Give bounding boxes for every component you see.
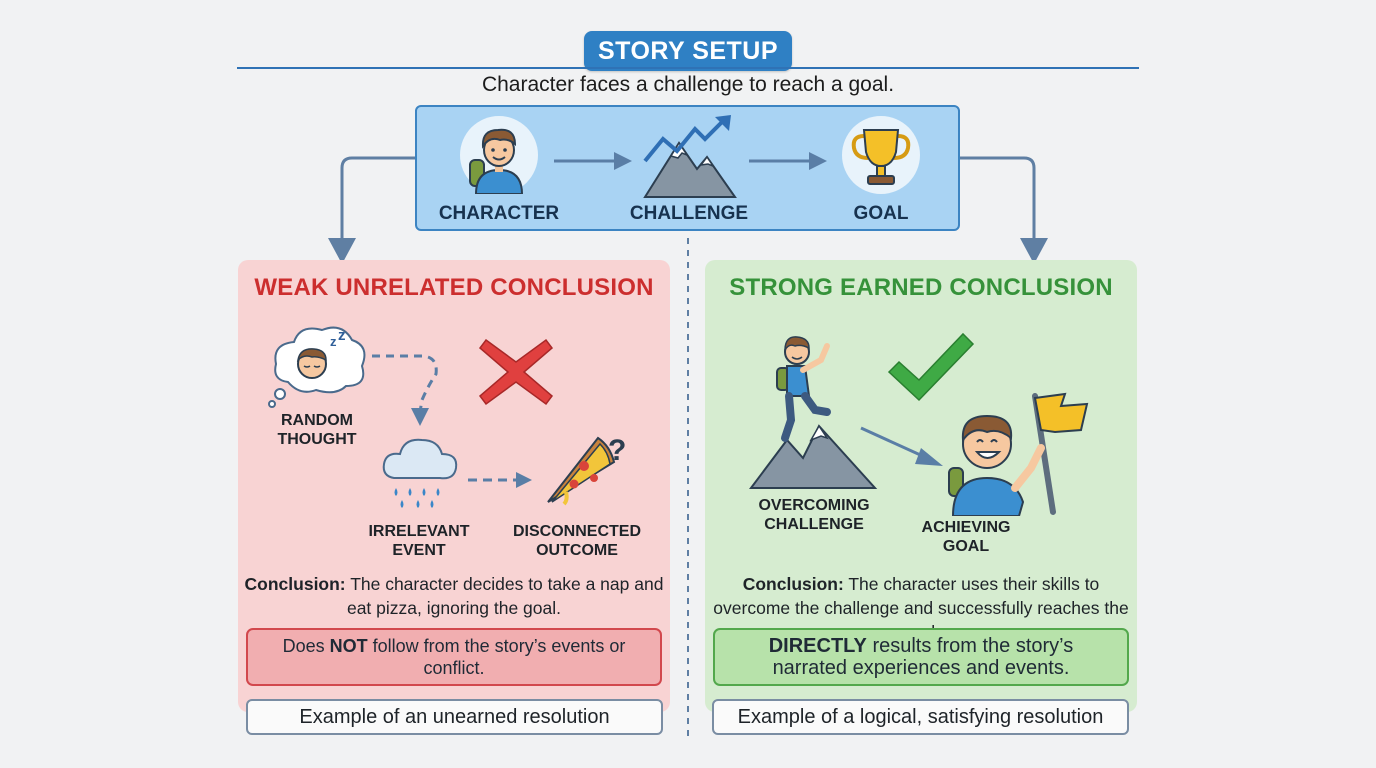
step-label-character: CHARACTER: [438, 203, 560, 224]
mountain-challenge-icon: [643, 115, 737, 198]
strong-conclusion-text: Conclusion: The character uses their ski…: [713, 574, 1129, 642]
svg-text:z: z: [338, 327, 346, 344]
svg-text:z: z: [330, 334, 337, 349]
story-setup-title: STORY SETUP: [584, 31, 792, 71]
header-rule: [237, 67, 1139, 69]
step-label-goal: GOAL: [853, 203, 909, 224]
rain-cloud-icon: [382, 438, 458, 508]
setup-description: Character faces a challenge to reach a g…: [481, 73, 895, 96]
climber-mountain-icon: [749, 336, 878, 489]
flow-arrow-1: [554, 152, 632, 170]
setup-panel: CHARACTER CHALLENGE GOAL: [415, 105, 960, 231]
character-icon: [460, 116, 538, 195]
flow-arrow-2: [749, 152, 827, 170]
strong-footer-label: Example of a logical, satisfying resolut…: [712, 699, 1129, 735]
green-check-icon: [887, 332, 975, 402]
trophy-icon: [842, 116, 920, 194]
svg-text:?: ?: [608, 434, 626, 467]
left-connector-arrow: [340, 156, 415, 240]
thought-cloud-icon: z z: [268, 326, 366, 408]
weak-footer-label: Example of an unearned resolution: [246, 699, 663, 735]
dashed-arrow-thought-to-event: [372, 354, 438, 426]
strong-panel-title: STRONG EARNED CONCLUSION: [729, 274, 1113, 301]
dashed-arrow-event-to-outcome: [468, 472, 532, 488]
weak-conclusion-text: Conclusion: The character decides to tak…: [244, 574, 664, 618]
progress-arrow: [860, 426, 943, 466]
right-connector-arrow: [960, 156, 1036, 240]
weak-panel-title: WEAK UNRELATED CONCLUSION: [254, 274, 654, 301]
pizza-slice-icon: ?: [547, 434, 626, 506]
right-connector-arrowhead: [1020, 238, 1048, 264]
hero-flag-icon: [948, 392, 1089, 516]
left-connector-arrowhead: [328, 238, 356, 264]
weak-verdict-box: Does NOT follow from the story’s events …: [246, 628, 662, 686]
strong-verdict-box: DIRECTLY results from the story’s narrat…: [713, 628, 1129, 686]
red-x-icon: [478, 338, 554, 406]
step-label-challenge: CHALLENGE: [629, 203, 749, 224]
